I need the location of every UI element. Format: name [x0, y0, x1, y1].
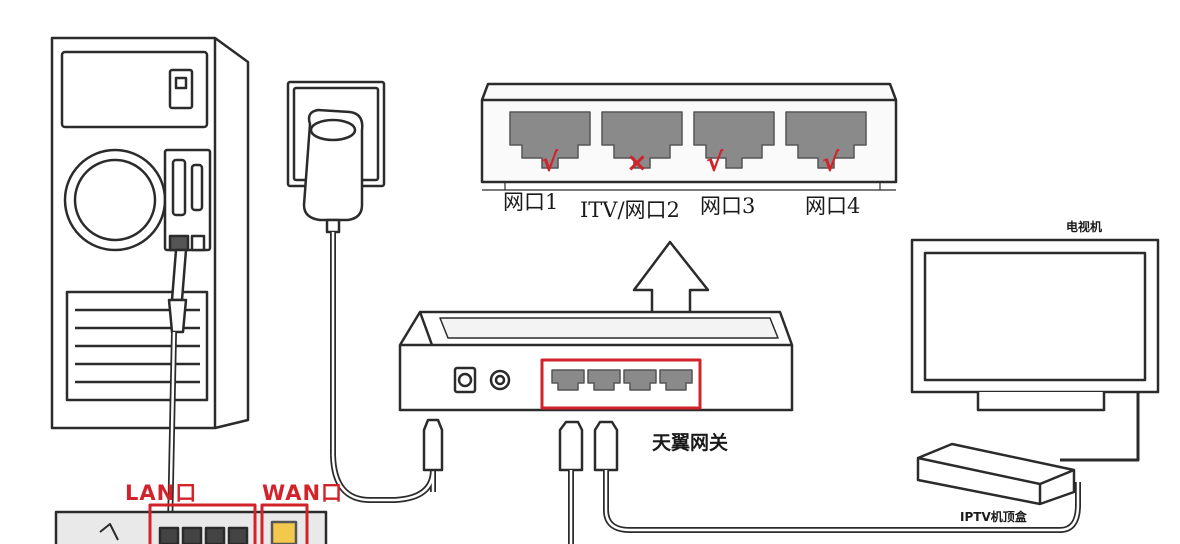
- pc-ethernet-cable: [167, 248, 188, 531]
- gateway-cables: [558, 420, 1081, 544]
- set-top-box: [916, 442, 1076, 506]
- port-2-cross-mark: ×: [626, 148, 648, 178]
- port-2-label: ITV/网口2: [580, 198, 680, 222]
- television: [910, 238, 1160, 462]
- gateway-device: [398, 310, 794, 412]
- port-3-label: 网口3: [700, 194, 756, 218]
- wan-port-label: WAN口: [262, 481, 344, 505]
- tv-label: 电视机: [1066, 220, 1103, 234]
- stb-label: IPTV机顶盒: [960, 510, 1027, 524]
- lan-port-label: LAN口: [125, 481, 198, 505]
- bottom-router: [54, 503, 328, 544]
- port-1-check-mark: √: [541, 148, 559, 178]
- pc-tower: [50, 36, 250, 430]
- port-4-label: 网口4: [805, 194, 861, 218]
- port-1-label: 网口1: [503, 190, 559, 214]
- switch-device: [480, 82, 898, 191]
- port-3-check-mark: √: [706, 148, 724, 178]
- port-4-check-mark: √: [822, 148, 840, 178]
- power-adapter: [286, 80, 444, 503]
- gateway-label: 天翼网关: [652, 432, 729, 454]
